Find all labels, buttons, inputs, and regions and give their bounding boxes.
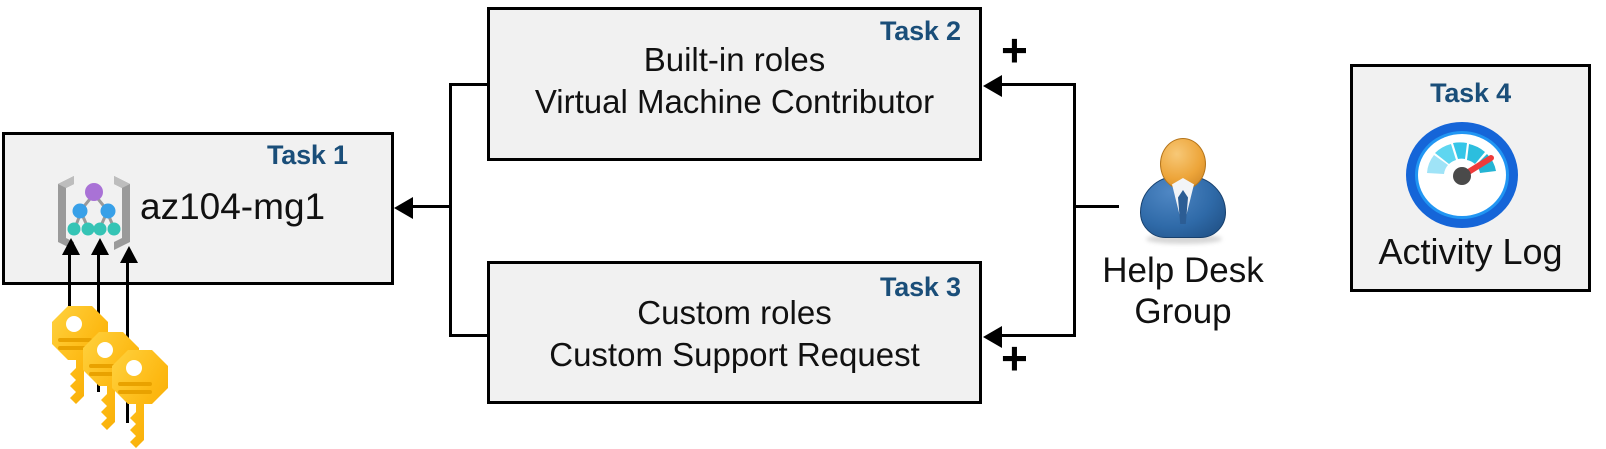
task-4-title: Activity Log: [1378, 231, 1563, 272]
management-group-icon: [58, 176, 130, 250]
gauge-icon: [1406, 122, 1518, 228]
plus-sign-top: +: [1001, 24, 1028, 76]
connector-to-task1: [412, 205, 452, 208]
person-shadow: [1146, 234, 1222, 244]
key-arrow-shaft-1: [68, 250, 71, 360]
connector-helpdesk-to-task3: [1002, 334, 1076, 337]
user-group-icon: [1128, 138, 1238, 246]
plus-sign-bottom: +: [1001, 332, 1028, 384]
arrowhead-to-task2: [983, 75, 1002, 97]
key-arrowhead-3: [120, 246, 138, 263]
task-1-title: az104-mg1: [140, 186, 326, 227]
arrowhead-to-task1: [394, 197, 413, 219]
key-arrowhead-1: [62, 238, 80, 255]
task-4-label: Task 4: [1430, 78, 1511, 108]
connector-spine-left: [449, 83, 452, 337]
connector-helpdesk-stub: [1073, 205, 1119, 208]
task-3-box[interactable]: [487, 261, 982, 404]
help-desk-group-label: Help Desk Group: [1102, 251, 1264, 332]
task-3-line-1: Custom roles: [637, 294, 832, 331]
task-1-box[interactable]: [2, 132, 394, 285]
connector-task2-stub: [449, 83, 489, 86]
keys-icon: [52, 306, 168, 448]
connector-spine-right: [1073, 83, 1076, 337]
arrowhead-to-task3: [983, 326, 1002, 348]
person-tie: [1178, 190, 1188, 224]
task-2-label: Task 2: [880, 16, 961, 46]
connector-helpdesk-to-task2: [1002, 83, 1076, 86]
task-1-label: Task 1: [267, 140, 348, 170]
key-arrowhead-2: [91, 238, 109, 255]
connector-task3-stub: [449, 334, 489, 337]
task-3-label: Task 3: [880, 272, 961, 302]
task-2-line-2: Virtual Machine Contributor: [534, 83, 935, 120]
help-desk-group[interactable]: Help Desk Group: [1088, 138, 1278, 333]
task-2-line-1: Built-in roles: [643, 41, 826, 78]
task-3-line-2: Custom Support Request: [549, 336, 920, 373]
task-2-box[interactable]: [487, 7, 982, 161]
